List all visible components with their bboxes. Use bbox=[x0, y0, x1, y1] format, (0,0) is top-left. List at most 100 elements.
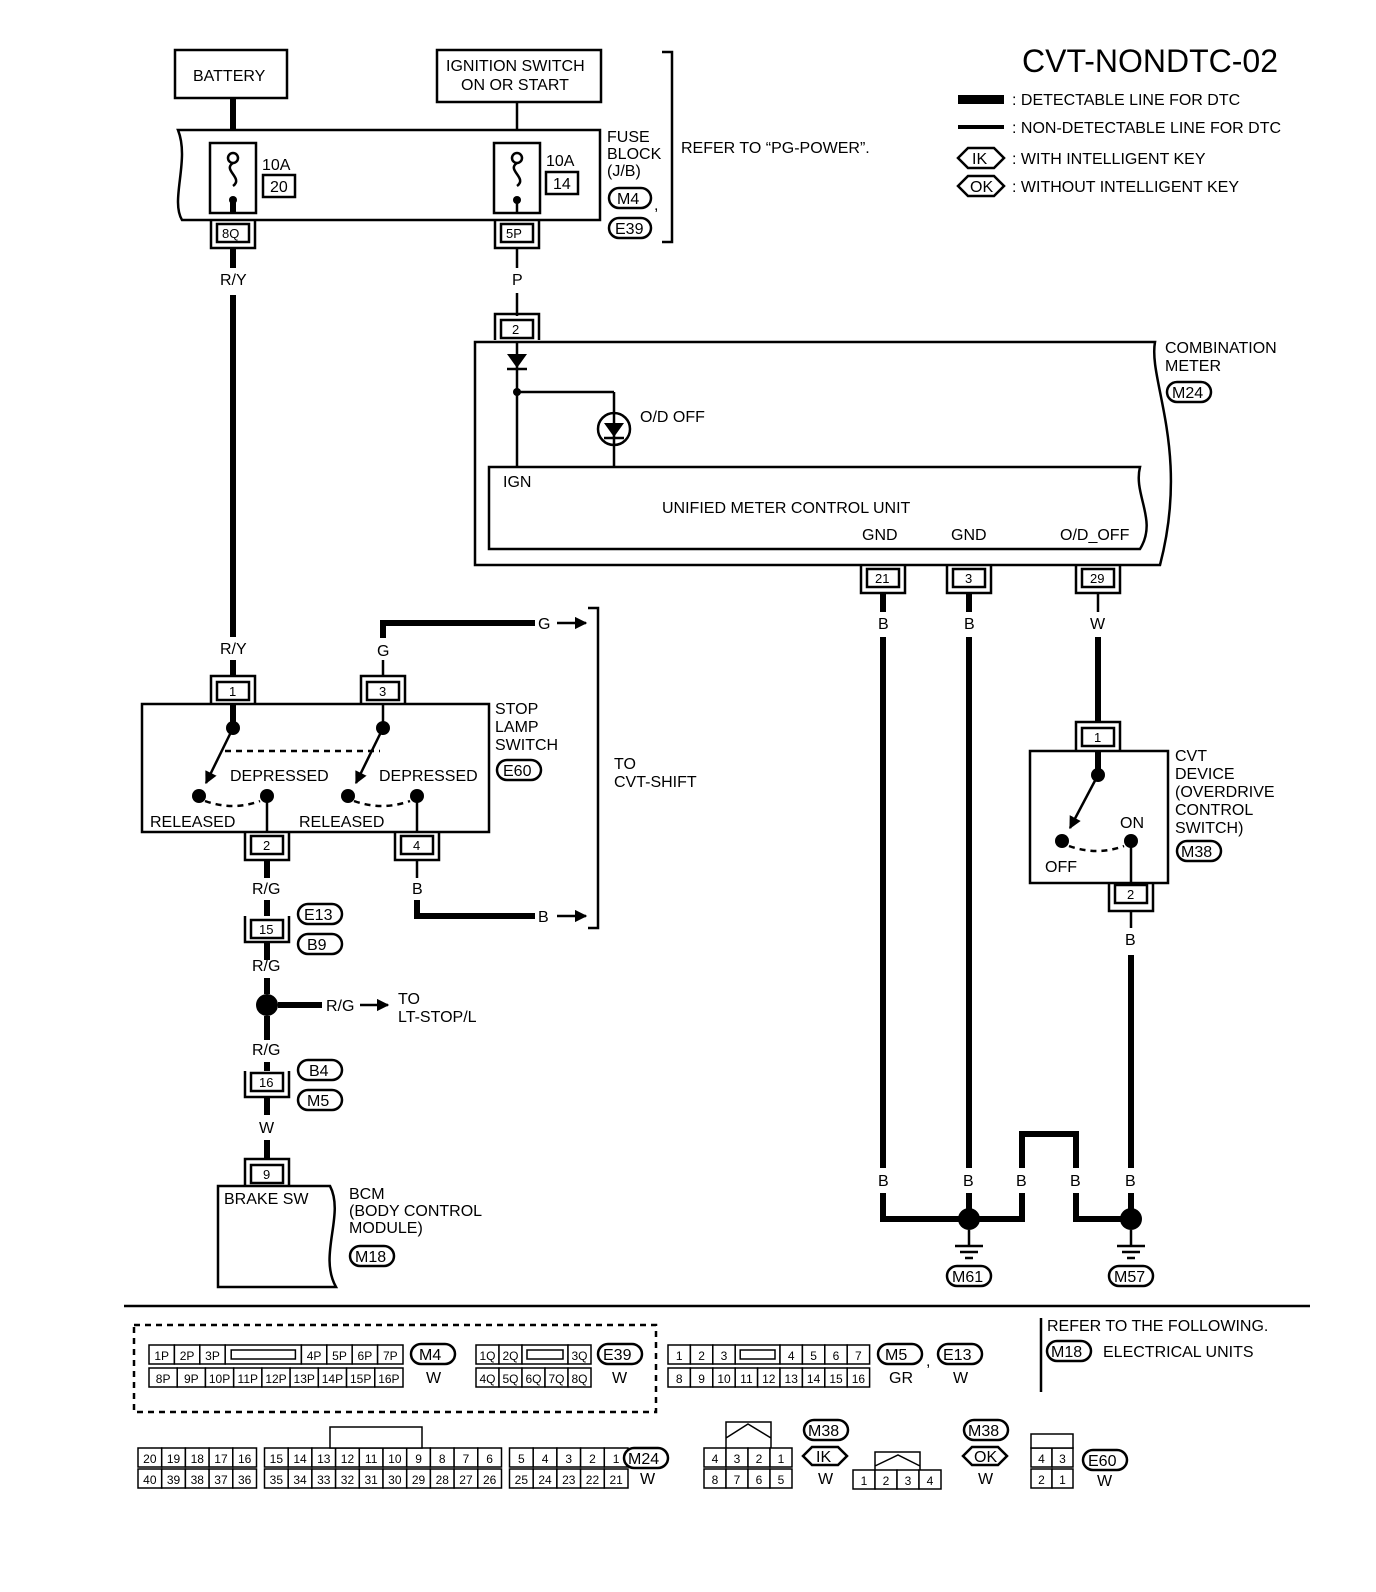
m4-pin-10P: 10P bbox=[204, 1367, 235, 1388]
m5-pin-8-label: 8 bbox=[676, 1372, 683, 1386]
tag-e39: E39 bbox=[603, 1347, 632, 1364]
m24-pin-24-label: 24 bbox=[538, 1473, 552, 1487]
m24-pin-30-label: 30 bbox=[388, 1473, 402, 1487]
m24-pin-9-label: 9 bbox=[415, 1452, 422, 1466]
m4-pin-1P-label: 1P bbox=[154, 1349, 169, 1363]
cvt-device: ON OFF CVT DEVICE (OVERDRIVE CONTROL SWI… bbox=[1028, 748, 1275, 885]
non-detectable-line-swatch bbox=[958, 125, 1004, 129]
m38ik-pin-3: 3 bbox=[725, 1447, 749, 1468]
released-label-1: RELEASED bbox=[150, 814, 235, 831]
m24-pin-13-label: 13 bbox=[317, 1452, 331, 1466]
bcm-pin9-label: 9 bbox=[263, 1167, 270, 1182]
tag-m24: M24 bbox=[628, 1451, 659, 1468]
m24-pin-10-label: 10 bbox=[388, 1452, 402, 1466]
m4-pin-8P-label: 8P bbox=[156, 1372, 171, 1386]
cvt-conn: M38 bbox=[1181, 844, 1212, 861]
battery-label: BATTERY bbox=[193, 68, 266, 85]
color-e60: W bbox=[1097, 1473, 1113, 1490]
e39-pin-5Q-label: 5Q bbox=[502, 1372, 518, 1386]
color-m24: W bbox=[640, 1471, 656, 1488]
m24-pin-32: 32 bbox=[334, 1468, 361, 1489]
tag-m4: M4 bbox=[419, 1347, 441, 1364]
unit-label: UNIFIED METER CONTROL UNIT bbox=[662, 500, 911, 517]
m24-pin-10: 10 bbox=[382, 1447, 408, 1468]
e39-pin-8Q-label: 8Q bbox=[571, 1372, 587, 1386]
m4-pin-16P-label: 16P bbox=[378, 1372, 399, 1386]
m5-pin-15-label: 15 bbox=[829, 1372, 843, 1386]
m24-pin-20-label: 20 bbox=[143, 1452, 157, 1466]
stop-lamp-conn: E60 bbox=[503, 763, 532, 780]
ground-m61-label: M61 bbox=[952, 1269, 983, 1286]
m24-pin-8-label: 8 bbox=[439, 1452, 446, 1466]
m5-pin-7-label: 7 bbox=[855, 1349, 862, 1363]
wire-label-b-g5: B bbox=[1125, 1173, 1136, 1190]
e39-pin-5Q: 5Q bbox=[498, 1367, 523, 1388]
cvt-device-terminal-2: 2 bbox=[1107, 883, 1155, 913]
wire-label-ry-2: R/Y bbox=[220, 641, 247, 658]
m4-pin-11P: 11P bbox=[232, 1367, 263, 1388]
m24-pin-30: 30 bbox=[382, 1468, 408, 1489]
e39-pin-4Q-label: 4Q bbox=[479, 1372, 495, 1386]
m5-pin-11: 11 bbox=[734, 1367, 759, 1388]
cvt-off-label: OFF bbox=[1045, 859, 1077, 876]
stop-lamp-terminal-3: 3 bbox=[359, 674, 407, 704]
m5-pin-14-label: 14 bbox=[807, 1372, 821, 1386]
m38ik-pin-5-label: 5 bbox=[778, 1473, 785, 1487]
m5-pin-15: 15 bbox=[824, 1367, 848, 1388]
m24-pin-28: 28 bbox=[429, 1468, 455, 1489]
brake-sw-label: BRAKE SW bbox=[224, 1191, 309, 1208]
m24-pin-36: 36 bbox=[232, 1468, 258, 1489]
meter-pin29-label: 29 bbox=[1090, 571, 1104, 586]
m38ik-pin-3-label: 3 bbox=[734, 1452, 741, 1466]
m24-pin-5-label: 5 bbox=[518, 1452, 525, 1466]
tag-comma: , bbox=[926, 1353, 930, 1370]
m38ik-pin-4-label: 4 bbox=[712, 1452, 719, 1466]
m24-pin-14-label: 14 bbox=[293, 1452, 307, 1466]
m4-pin-4P: 4P bbox=[300, 1344, 328, 1365]
m24-pin-12: 12 bbox=[334, 1447, 361, 1468]
m24-pin-3-label: 3 bbox=[565, 1452, 572, 1466]
terminal-5p-label: 5P bbox=[506, 226, 522, 241]
color-m38-ik: W bbox=[818, 1471, 834, 1488]
cvt-label-2: DEVICE bbox=[1175, 766, 1235, 783]
meter-name-2: METER bbox=[1165, 358, 1221, 375]
released-label-2: RELEASED bbox=[299, 814, 384, 831]
m4-pin-12P: 12P bbox=[261, 1367, 291, 1388]
m38ik-pin-6-label: 6 bbox=[756, 1473, 763, 1487]
m38ik-pin-5: 5 bbox=[769, 1468, 793, 1489]
stop-lamp-switch: DEPRESSED DEPRESSED RELEASED RELEASED ST… bbox=[140, 701, 558, 834]
m24-pin-1-label: 1 bbox=[613, 1452, 620, 1466]
m4-pin-9P: 9P bbox=[176, 1367, 207, 1388]
m24-pin-16: 16 bbox=[232, 1447, 258, 1468]
cvt-pin1-label: 1 bbox=[1094, 730, 1101, 745]
m24-pin-26-label: 26 bbox=[483, 1473, 497, 1487]
m38ok-pin-3-label: 3 bbox=[905, 1474, 912, 1488]
ok-tag-shape bbox=[956, 174, 1006, 198]
m4-pin-15P-label: 15P bbox=[350, 1372, 371, 1386]
m24-pin-38-label: 38 bbox=[191, 1473, 205, 1487]
m24-pin-19-label: 19 bbox=[167, 1452, 181, 1466]
m4-pin-10P-label: 10P bbox=[209, 1372, 230, 1386]
wire-label-rg-3: R/G bbox=[252, 1042, 280, 1059]
meter-terminal-21: 21 bbox=[859, 565, 907, 595]
m5-pin-5: 5 bbox=[801, 1344, 826, 1365]
m4-pin-8P: 8P bbox=[148, 1367, 178, 1388]
e60-pin-4: 4 bbox=[1030, 1447, 1053, 1468]
cvt-device-terminal-1: 1 bbox=[1074, 720, 1122, 750]
m24-pin-20: 20 bbox=[137, 1447, 163, 1468]
m38ik-pin-4: 4 bbox=[703, 1447, 727, 1468]
m24-pin-34: 34 bbox=[287, 1468, 313, 1489]
m24-pin-17: 17 bbox=[208, 1447, 234, 1468]
m5-pin-4: 4 bbox=[779, 1344, 804, 1365]
fuse-block-label-1: FUSE bbox=[607, 129, 650, 146]
m4-pin-5P: 5P bbox=[326, 1344, 353, 1365]
e39-pin-1Q-label: 1Q bbox=[479, 1349, 495, 1363]
m38ik-pin-8: 8 bbox=[703, 1468, 727, 1489]
stop-pin2-label: 2 bbox=[263, 838, 270, 853]
m24-pin-3: 3 bbox=[556, 1447, 582, 1468]
m5-pin-3-label: 3 bbox=[721, 1349, 728, 1363]
fuse-2-number: 14 bbox=[553, 176, 571, 193]
m24-pin-27-label: 27 bbox=[459, 1473, 473, 1487]
m24-pin-14: 14 bbox=[287, 1447, 313, 1468]
m38ik-pin-2-label: 2 bbox=[756, 1452, 763, 1466]
